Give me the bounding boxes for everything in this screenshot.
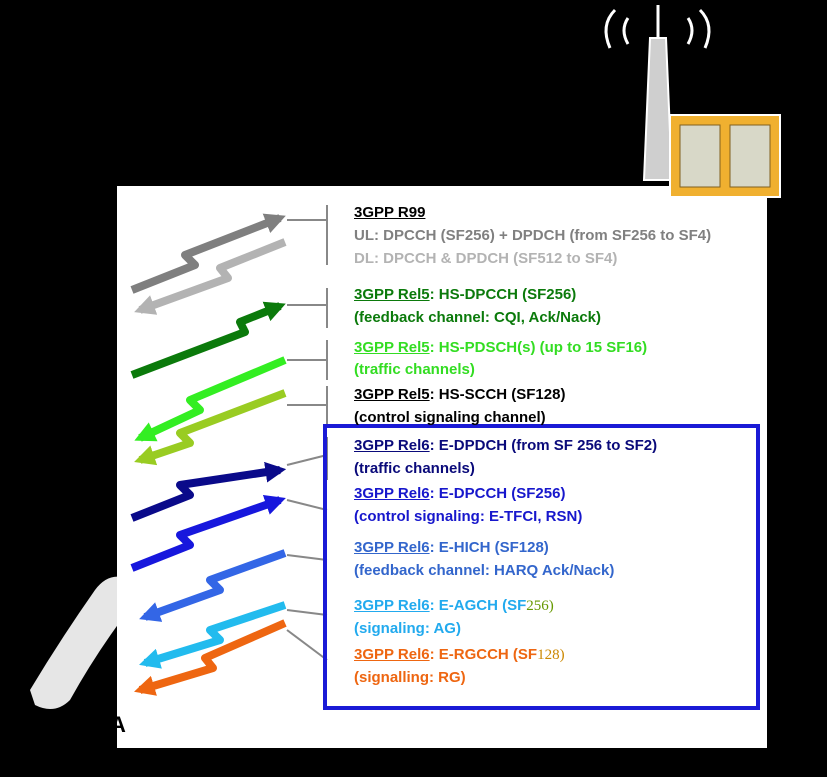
channel-desc: : E-DPDCH (from SF 256 to SF2) xyxy=(429,437,658,454)
channel-desc: UL: DPCCH (SF256) + DPDCH (from SF256 to… xyxy=(354,227,712,244)
channel-line: (signaling: AG) xyxy=(354,620,461,638)
bracket-lines xyxy=(286,205,328,661)
channel-line: UL: DPCCH (SF256) + DPDCH (from SF256 to… xyxy=(354,227,711,245)
rel6-highlight-box xyxy=(323,424,760,710)
channel-line: (feedback channel: HARQ Ack/Nack) xyxy=(354,562,614,580)
channel-line: 3GPP Rel6: E-DPDCH (from SF 256 to SF2) xyxy=(354,437,657,455)
channel-line: (control signaling channel) xyxy=(354,409,546,427)
channel-desc: (traffic channels) xyxy=(354,361,475,378)
release-tag: 3GPP Rel6 xyxy=(354,485,430,502)
release-tag: 3GPP R99 xyxy=(354,204,426,221)
channel-desc: (control signaling: E-TFCI, RSN) xyxy=(354,508,583,525)
e-hich-arrow xyxy=(139,549,287,622)
channel-desc: (control signaling channel) xyxy=(354,409,546,426)
channel-line: 3GPP Rel6: E-DPCCH (SF256) xyxy=(354,485,565,503)
base-station-icon xyxy=(604,5,781,198)
sf-suffix: 256) xyxy=(526,598,554,614)
hs-dpcch-arrow xyxy=(130,301,286,379)
channel-line: (feedback channel: CQI, Ack/Nack) xyxy=(354,309,601,327)
channel-desc: : E-HICH (SF128) xyxy=(429,539,549,556)
release-tag: 3GPP Rel6 xyxy=(354,646,430,663)
dl-dpcch-arrow xyxy=(134,238,287,315)
release-tag: 3GPP Rel6 xyxy=(354,597,430,614)
sf-suffix: 128) xyxy=(537,647,565,663)
channel-desc: : E-DPCCH (SF256) xyxy=(429,485,566,502)
channel-line: 3GPP Rel6: E-AGCH (SF256) xyxy=(354,597,554,615)
channel-line: (control signaling: E-TFCI, RSN) xyxy=(354,508,582,526)
hs-pdsch-arrow xyxy=(134,356,287,442)
channel-desc: : E-RGCCH (SF xyxy=(429,646,538,663)
release-tag: 3GPP Rel5 xyxy=(354,286,430,303)
e-agch-arrow xyxy=(139,601,287,669)
ul-dpcch-arrow xyxy=(130,213,286,294)
channel-desc: : HS-SCCH (SF128) xyxy=(429,386,566,403)
release-tag: 3GPP Rel5 xyxy=(354,386,430,403)
channel-line: 3GPP Rel5: HS-DPCCH (SF256) xyxy=(354,286,576,304)
ue-label: A xyxy=(110,712,126,737)
channel-line: 3GPP Rel5: HS-PDSCH(s) (up to 15 SF16) xyxy=(354,339,647,357)
channel-line: 3GPP Rel6: E-HICH (SF128) xyxy=(354,539,549,557)
channel-desc: : HS-PDSCH(s) (up to 15 SF16) xyxy=(429,339,648,356)
channel-desc: : E-AGCH (SF xyxy=(429,597,527,614)
channel-line: DL: DPCCH & DPDCH (SF512 to SF4) xyxy=(354,250,617,268)
channel-desc: (feedback channel: HARQ Ack/Nack) xyxy=(354,562,615,579)
channel-line: (traffic channels) xyxy=(354,460,475,478)
channel-line: 3GPP Rel6: E-RGCCH (SF128) xyxy=(354,646,565,664)
channel-line: (traffic channels) xyxy=(354,361,475,379)
channel-line: (signalling: RG) xyxy=(354,669,466,687)
channel-desc: DL: DPCCH & DPDCH (SF512 to SF4) xyxy=(354,250,618,267)
e-dpdch-arrow xyxy=(130,461,287,522)
release-tag: 3GPP Rel6 xyxy=(354,437,430,454)
channel-arrows xyxy=(130,213,287,696)
channel-desc: (traffic channels) xyxy=(354,460,475,477)
channel-line: 3GPP R99 xyxy=(354,204,425,222)
release-tag: 3GPP Rel6 xyxy=(354,539,430,556)
channel-desc: : HS-DPCCH (SF256) xyxy=(429,286,577,303)
channel-desc: (feedback channel: CQI, Ack/Nack) xyxy=(354,309,602,326)
e-rgcch-arrow xyxy=(134,619,287,696)
channel-line: 3GPP Rel5: HS-SCCH (SF128) xyxy=(354,386,565,404)
channel-desc: (signalling: RG) xyxy=(354,669,466,686)
channel-desc: (signaling: AG) xyxy=(354,620,461,637)
release-tag: 3GPP Rel5 xyxy=(354,339,430,356)
hs-scch-arrow xyxy=(134,389,287,466)
handset-icon xyxy=(30,576,134,709)
e-dpcch-arrow xyxy=(130,494,286,572)
